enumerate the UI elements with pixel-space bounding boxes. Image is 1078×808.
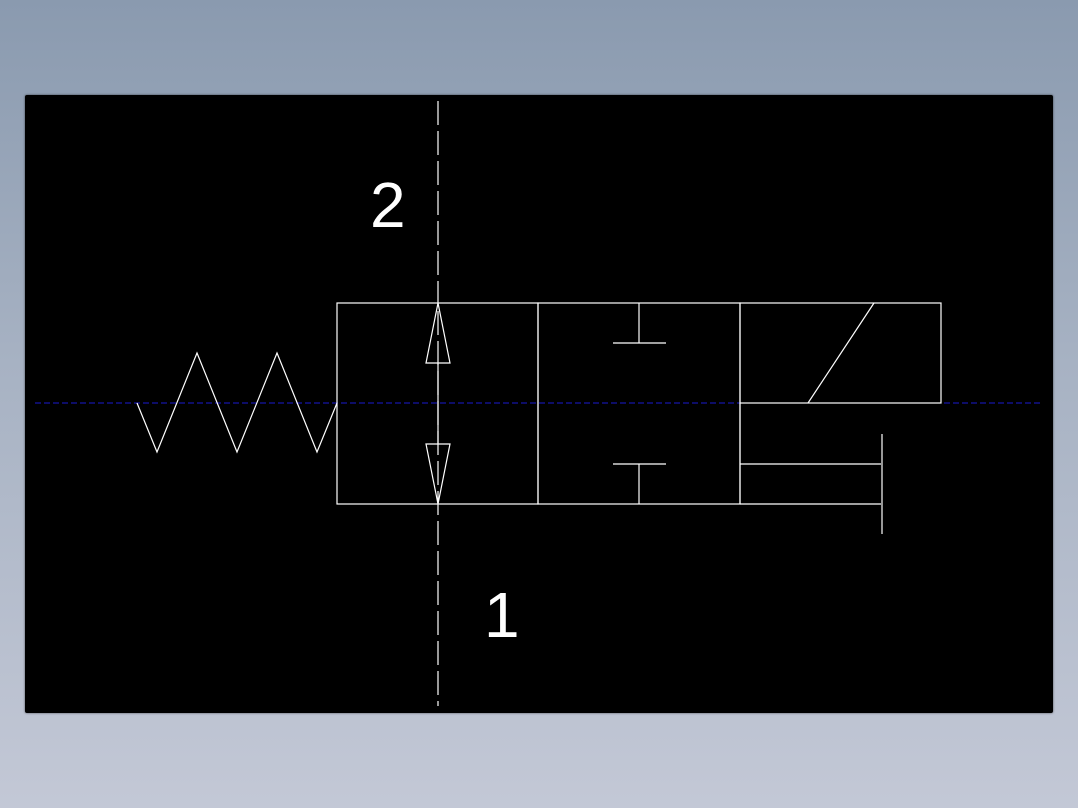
spring-symbol <box>136 351 338 454</box>
arrow-up-icon <box>425 302 451 364</box>
arrow-down-icon <box>425 443 451 505</box>
manual-override-symbol <box>739 403 883 534</box>
blocked-ports-symbol <box>613 303 666 504</box>
flow-path-symbol <box>425 302 451 505</box>
port-label-2: 2 <box>370 169 406 241</box>
drawing-canvas[interactable] <box>25 95 1053 713</box>
solenoid-actuator-symbol <box>739 302 942 404</box>
port-label-1: 1 <box>484 579 520 651</box>
